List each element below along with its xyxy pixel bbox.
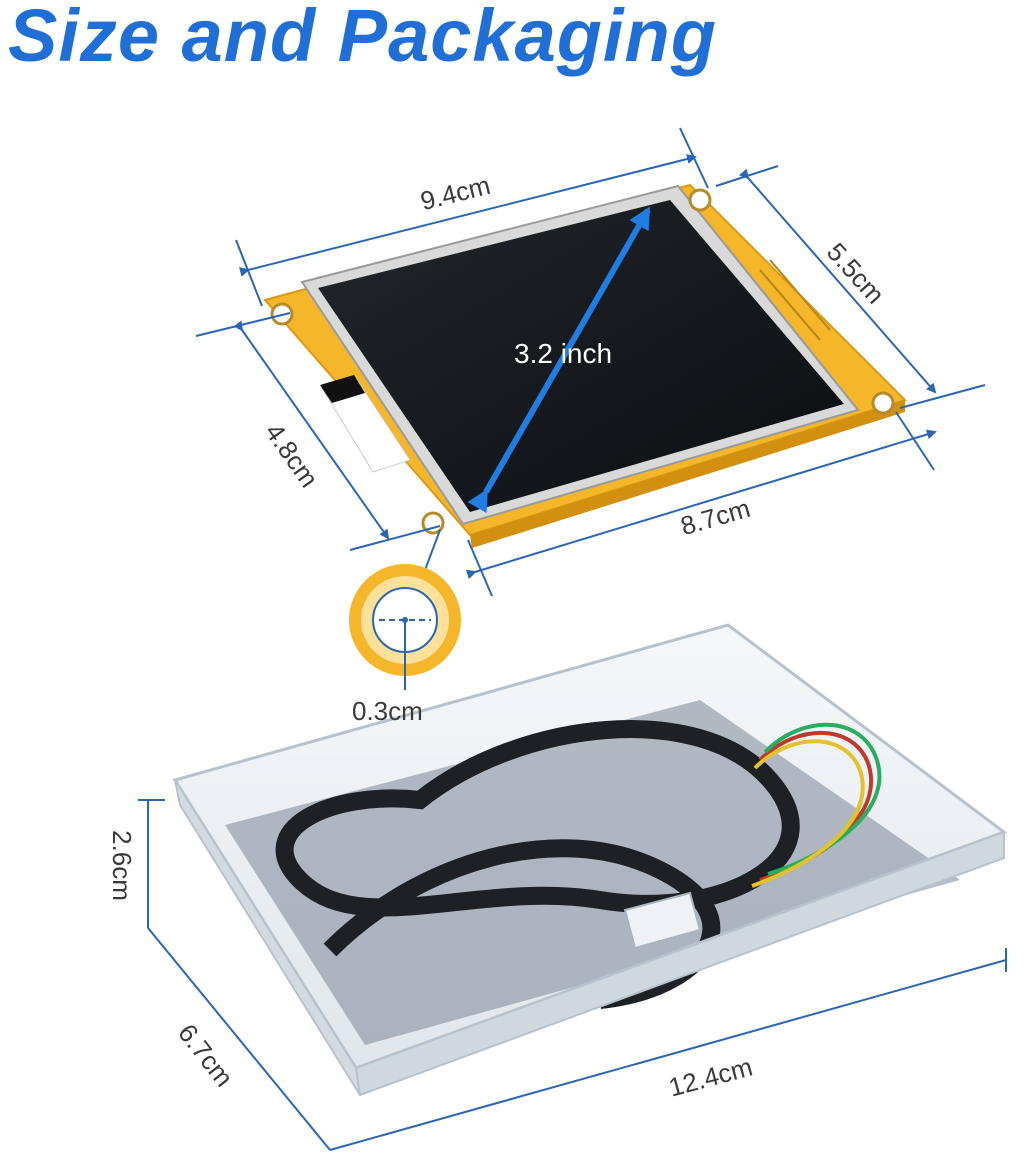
cable-icon — [225, 700, 960, 1045]
dimension-lines-display — [195, 127, 986, 597]
box-height-label: 2.6cm — [106, 830, 137, 901]
packaging-box — [172, 623, 1008, 1097]
page-title: Size and Packaging — [8, 0, 717, 77]
diagonal-size-label: 3.2 inch — [514, 338, 613, 369]
hole-diameter-label: 0.3cm — [352, 696, 423, 726]
dimension-lines-box — [138, 799, 1007, 1151]
hole-detail-icon — [349, 564, 461, 690]
